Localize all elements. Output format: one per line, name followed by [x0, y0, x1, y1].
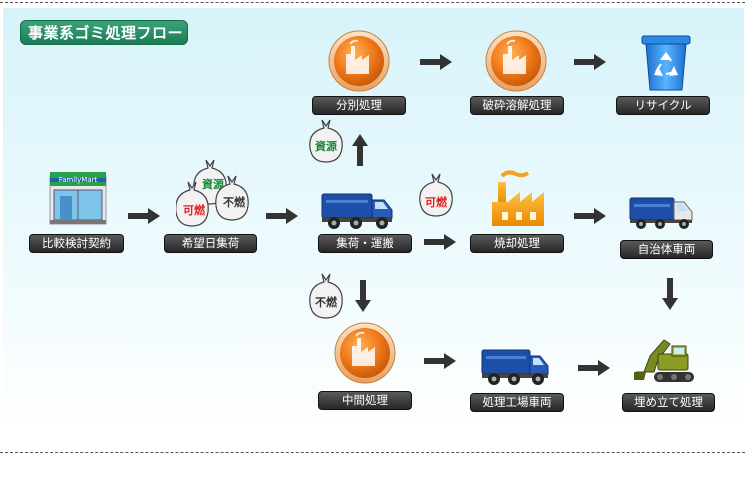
arrow-up-icon: [352, 134, 368, 166]
arrow-right-icon: [574, 208, 606, 224]
bottom-dashed-divider: [0, 452, 745, 453]
garbage-truck-icon: [320, 190, 396, 230]
recycle-bin-icon: [640, 32, 692, 92]
factory-button-icon: [334, 322, 396, 384]
label-municipal-vehicle: 自治体車両: [620, 240, 713, 259]
arrow-right-icon: [420, 54, 452, 70]
arrow-right-icon: [424, 234, 456, 250]
label-crushing: 破砕溶解処理: [470, 96, 564, 115]
arrow-right-icon: [578, 360, 610, 376]
convenience-store-icon: FamilyMart: [46, 168, 110, 226]
arrow-right-icon: [266, 208, 298, 224]
label-incineration: 焼却処理: [470, 234, 564, 253]
arrow-right-icon: [424, 353, 456, 369]
page-title: 事業系ゴミ処理フロー: [20, 20, 188, 45]
arrow-down-icon: [355, 280, 371, 312]
arrow-right-icon: [574, 54, 606, 70]
arrow-down-icon: [662, 278, 678, 310]
label-intermediate: 中間処理: [318, 391, 412, 410]
label-sorting: 分別処理: [312, 96, 406, 115]
top-dashed-divider: [0, 2, 745, 3]
store-sign-text: FamilyMart: [59, 176, 98, 184]
label-collection: 集荷・運搬: [318, 234, 412, 253]
nonburnable-bag-text: 不燃: [315, 295, 338, 309]
incineration-factory-icon: [488, 170, 548, 228]
bag-burnable-text: 可燃: [183, 203, 206, 217]
burnable-bag-text: 可燃: [425, 195, 448, 209]
resource-bag-icon: 資源: [304, 118, 348, 164]
factory-button-icon: [485, 30, 547, 92]
garbage-bags-icon: 資源 不燃 可燃: [176, 156, 260, 230]
label-landfill: 埋め立て処理: [622, 393, 715, 412]
label-processing-vehicle: 処理工場車両: [470, 393, 564, 412]
label-desired-date: 希望日集荷: [164, 234, 257, 253]
label-recycle: リサイクル: [616, 96, 710, 115]
factory-button-icon: [328, 30, 390, 92]
bag-resource-text: 資源: [202, 177, 224, 191]
bag-nonburnable-text: 不燃: [223, 195, 246, 209]
resource-bag-text: 資源: [315, 139, 337, 153]
arrow-right-icon: [128, 208, 160, 224]
garbage-truck-icon: [628, 194, 696, 230]
excavator-icon: [632, 332, 702, 388]
garbage-truck-icon: [480, 346, 552, 386]
label-contract: 比較検討契約: [29, 234, 124, 253]
burnable-bag-icon: 可燃: [414, 172, 458, 218]
nonburnable-bag-icon: 不燃: [304, 272, 348, 320]
